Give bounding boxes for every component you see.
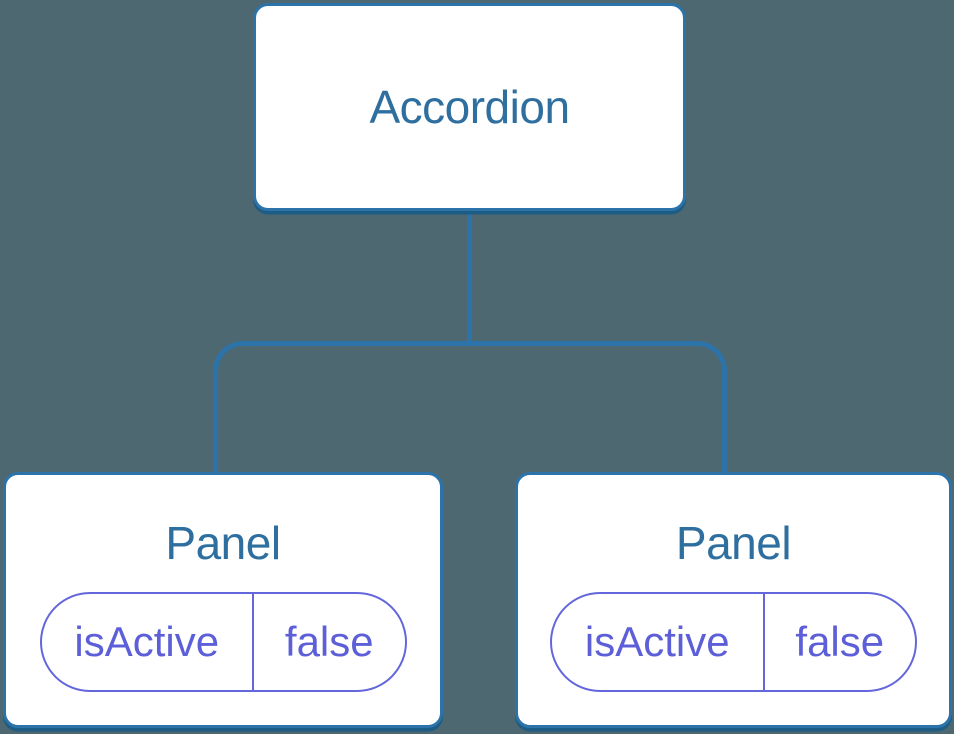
connector-branch-bracket <box>213 341 727 472</box>
node-panel-1-label: Panel <box>165 517 281 569</box>
prop-value-1: false <box>284 617 374 665</box>
node-accordion: Accordion <box>253 3 686 211</box>
node-panel-2: Panel isActive false <box>515 472 952 728</box>
node-panel-2-label: Panel <box>675 517 792 569</box>
prop-value-2: false <box>795 617 885 665</box>
node-panel-1: Panel isActive false <box>3 472 443 728</box>
prop-pill-2: isActive false <box>550 591 917 692</box>
prop-name-1: isActive <box>42 593 255 690</box>
prop-name-2: isActive <box>552 593 765 690</box>
connector-root-stem <box>467 209 472 345</box>
prop-pill-1: isActive false <box>39 591 407 692</box>
node-accordion-label: Accordion <box>369 80 570 133</box>
